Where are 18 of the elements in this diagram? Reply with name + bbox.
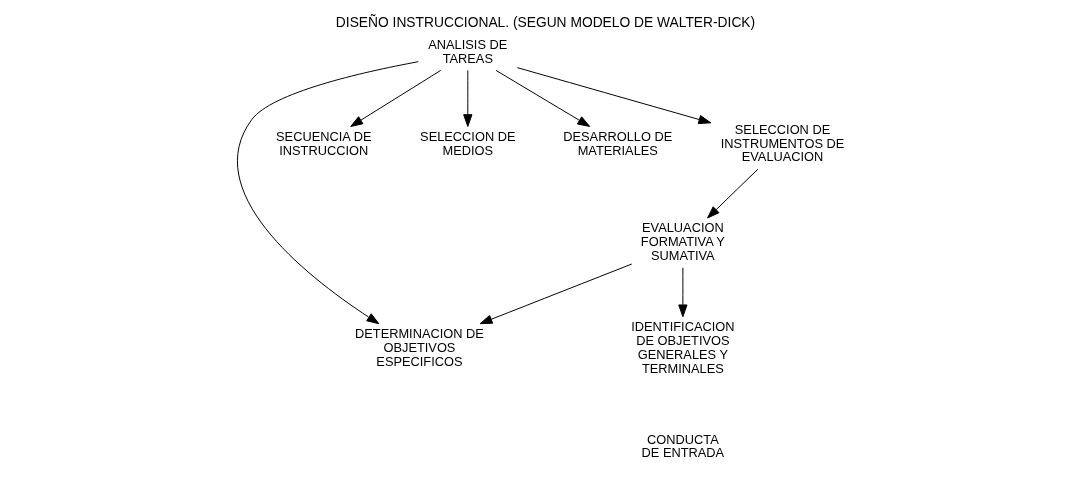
arrow (677, 267, 687, 318)
node-text: SELECCION DE MEDIOS (419, 128, 515, 158)
node-text: SECUENCIA DE INSTRUCCION (275, 128, 371, 158)
arrow (516, 67, 711, 125)
arrow (495, 69, 590, 127)
node-text: IDENTIFICACION DE OBJETIVOS GENERALES Y TERMINALES (630, 319, 734, 376)
node-text: SELECCION DE INSTRUMENTOS DE EVALUACION (720, 121, 844, 165)
label: CONDUCTA DE ENTRADA (641, 431, 724, 461)
arrow (706, 168, 758, 219)
node-text: ANALISIS DE TAREAS (427, 36, 507, 66)
node-text: DESARROLLO DE MATERIALES (562, 128, 672, 158)
arrow (236, 61, 419, 325)
diagram-title: DISEÑO INSTRUCCIONAL. (SEGUN MODELO DE WALTER-DICK) (335, 14, 755, 31)
node-text: EVALUACION FORMATIVA Y SUMATIVA (640, 220, 725, 264)
arrow (479, 263, 632, 325)
arrow (349, 69, 441, 127)
node-text: DETERMINACION DE OBJETIVOS ESPECIFICOS (354, 326, 484, 369)
arrow (462, 69, 472, 127)
